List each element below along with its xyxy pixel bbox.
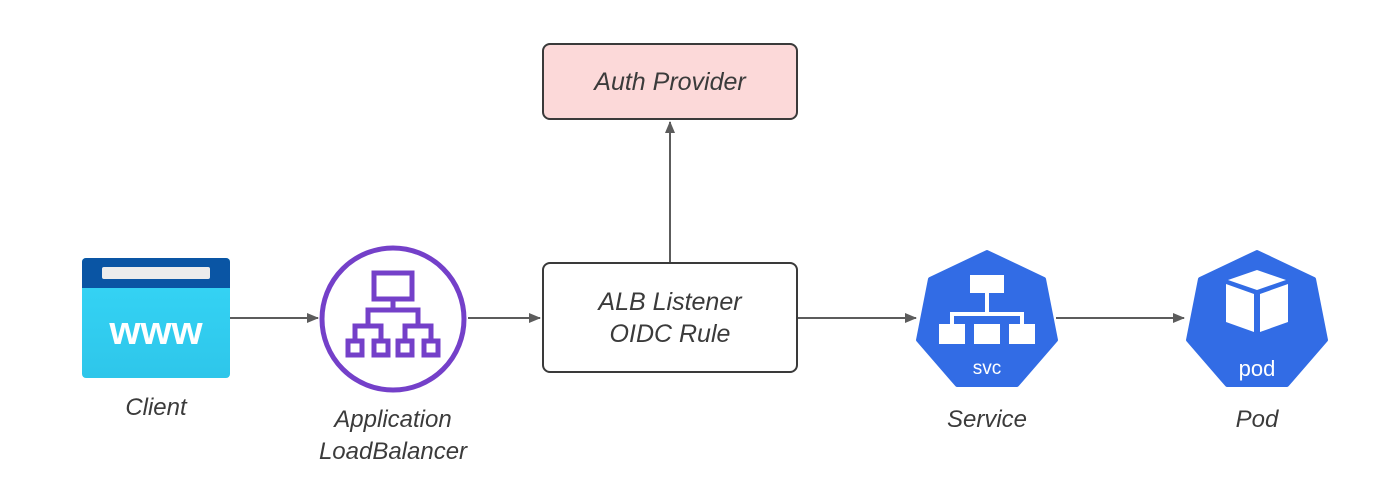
alb-listener-node[interactable]: ALB Listener OIDC Rule (542, 262, 798, 373)
alb-label-line-2: LoadBalancer (318, 438, 468, 465)
auth-provider-node[interactable]: Auth Provider (542, 43, 798, 120)
load-balancer-icon[interactable] (318, 244, 468, 394)
listener-label-line-1: ALB Listener (598, 287, 742, 316)
alb-label-line-1: Application (334, 406, 452, 433)
service-label: Service (946, 406, 1028, 433)
pod-icon-text: pod (1239, 356, 1276, 381)
kubernetes-svc-icon[interactable]: svc (914, 248, 1060, 388)
listener-label-line-2: OIDC Rule (609, 319, 731, 348)
www-icon-text: www (108, 309, 203, 353)
www-browser-icon[interactable]: www (82, 258, 230, 378)
auth-provider-label: Auth Provider (594, 67, 746, 96)
pod-label: Pod (1235, 406, 1279, 433)
client-label: Client (125, 394, 187, 421)
alb-label: Application LoadBalancer (303, 404, 483, 468)
kubernetes-pod-icon[interactable]: pod (1184, 248, 1330, 388)
svc-icon-text: svc (973, 358, 1002, 379)
alb-listener-label: ALB Listener OIDC Rule (598, 286, 741, 350)
